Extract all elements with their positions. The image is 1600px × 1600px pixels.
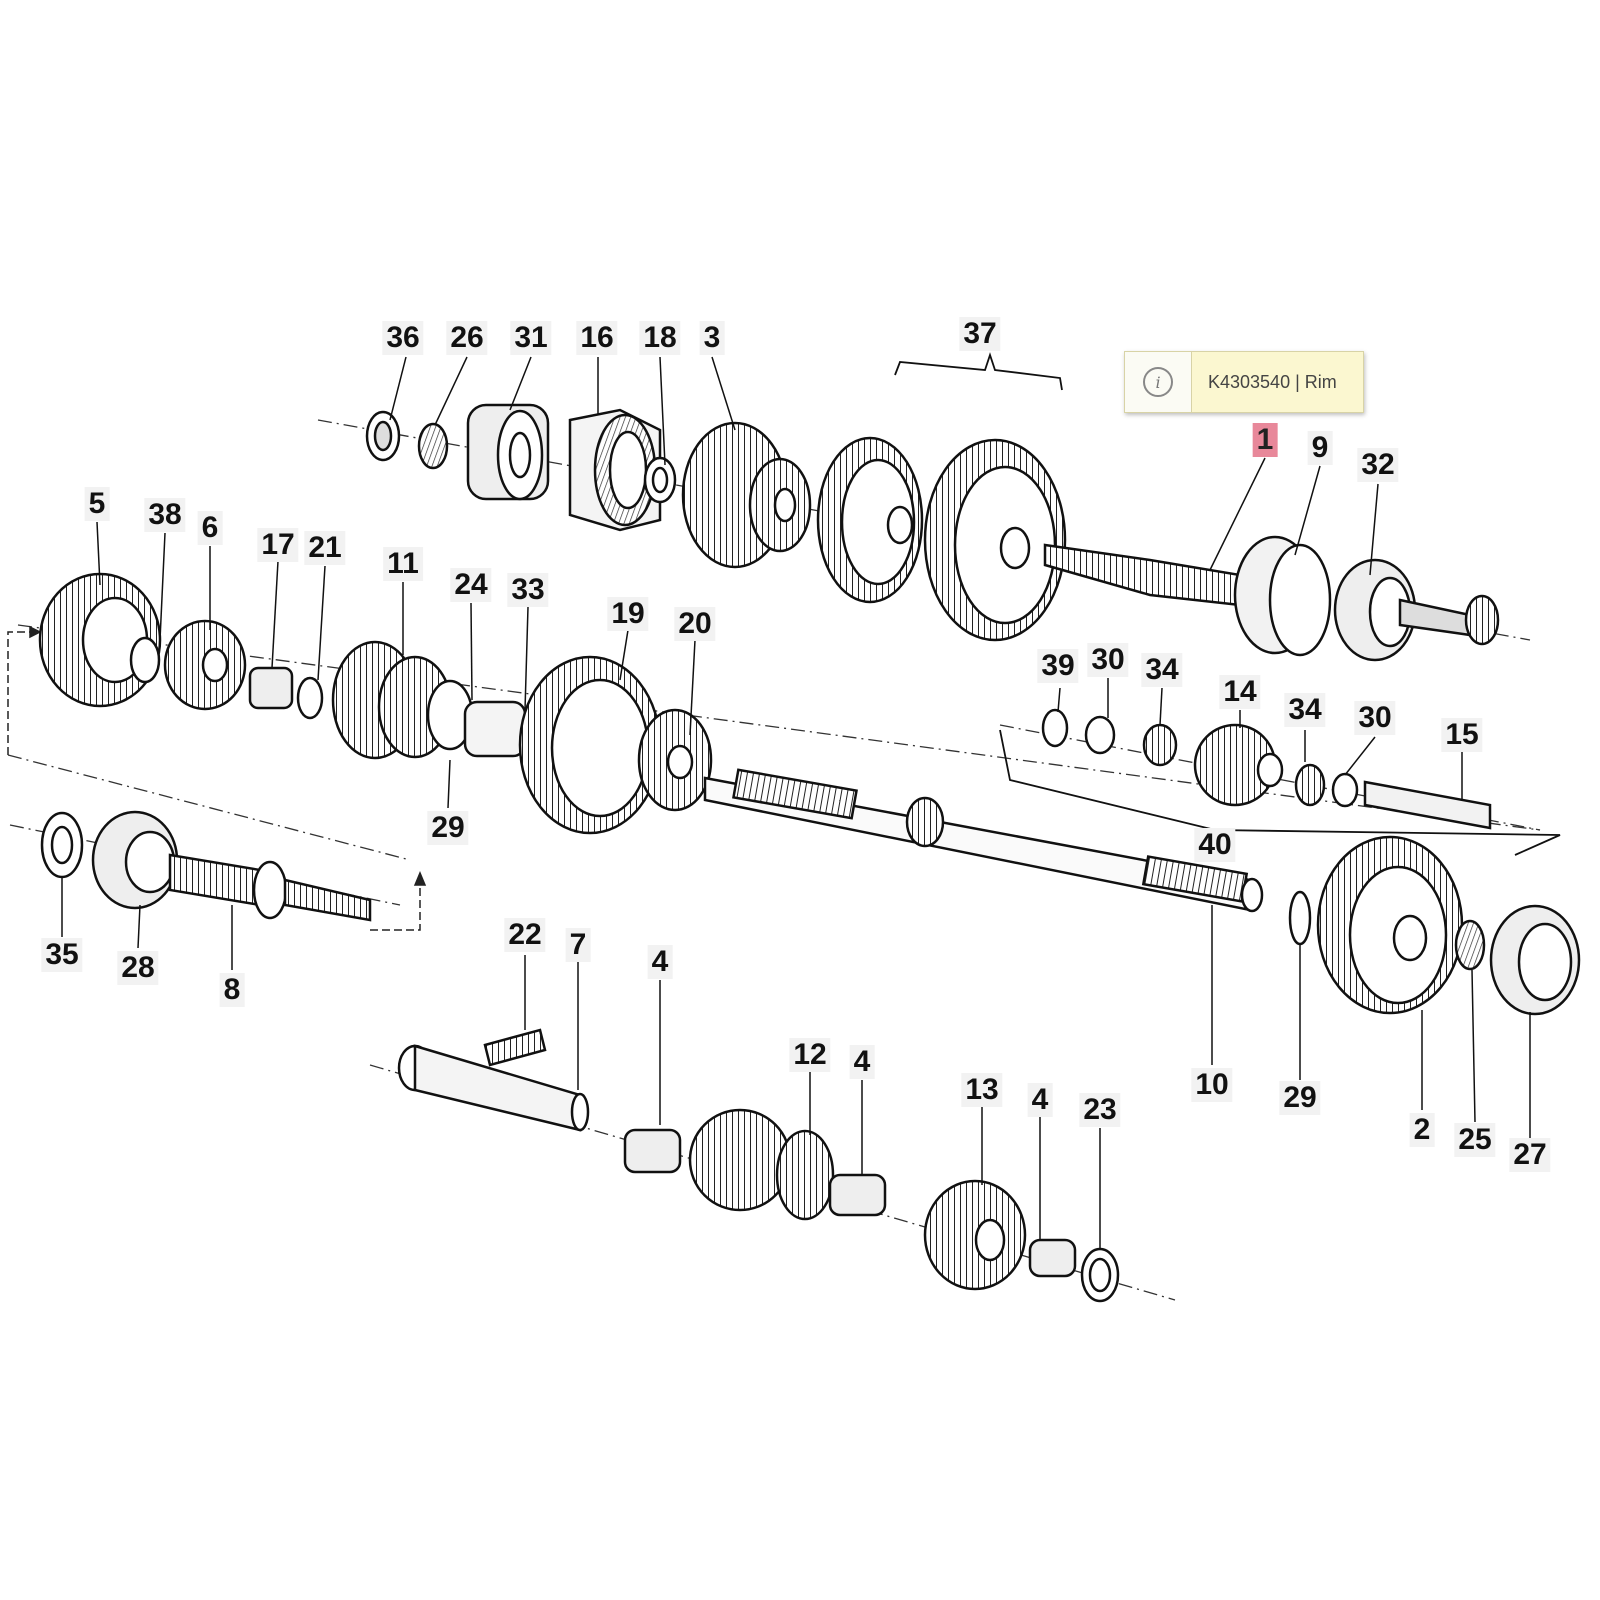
- callout-17[interactable]: 17: [257, 528, 299, 562]
- callout-15[interactable]: 15: [1441, 718, 1483, 752]
- callout-5[interactable]: 5: [84, 487, 110, 521]
- callout-18[interactable]: 18: [639, 321, 681, 355]
- callout-3[interactable]: 3: [699, 321, 725, 355]
- callout-16[interactable]: 16: [576, 321, 618, 355]
- callout-21[interactable]: 21: [304, 531, 346, 565]
- leader-lines: [61, 356, 1531, 1250]
- callout-32[interactable]: 32: [1357, 448, 1399, 482]
- callout-19[interactable]: 19: [607, 597, 649, 631]
- callout-29-left[interactable]: 29: [427, 811, 469, 845]
- callout-6[interactable]: 6: [197, 511, 223, 545]
- info-icon: i: [1143, 367, 1173, 397]
- flow-arrow: [7, 625, 427, 931]
- callout-38[interactable]: 38: [144, 498, 186, 532]
- callout-4-a[interactable]: 4: [647, 945, 673, 979]
- info-icon-box: i: [1125, 352, 1192, 412]
- callout-11[interactable]: 11: [383, 547, 423, 581]
- callout-4-b[interactable]: 4: [849, 1045, 875, 1079]
- callout-39[interactable]: 39: [1037, 649, 1079, 683]
- callout-30-left[interactable]: 30: [1087, 643, 1129, 677]
- callout-9[interactable]: 9: [1307, 431, 1333, 465]
- callout-24[interactable]: 24: [450, 568, 492, 602]
- reverse-shaft-parts: [397, 1028, 1120, 1303]
- callout-31[interactable]: 31: [510, 321, 552, 355]
- callout-22[interactable]: 22: [504, 918, 546, 952]
- callout-37[interactable]: 37: [959, 317, 1001, 351]
- callout-23[interactable]: 23: [1079, 1093, 1121, 1127]
- callout-28[interactable]: 28: [117, 951, 159, 985]
- callout-26[interactable]: 26: [446, 321, 488, 355]
- callout-34-left[interactable]: 34: [1141, 653, 1183, 687]
- callout-20[interactable]: 20: [674, 607, 716, 641]
- input-shaft-parts: [40, 810, 372, 922]
- callout-13[interactable]: 13: [961, 1073, 1003, 1107]
- callout-34-right[interactable]: 34: [1284, 693, 1326, 727]
- callout-14[interactable]: 14: [1219, 675, 1261, 709]
- tooltip-text: K4303540 | Rim: [1208, 371, 1337, 392]
- callout-2[interactable]: 2: [1409, 1113, 1435, 1147]
- callout-25[interactable]: 25: [1454, 1123, 1496, 1157]
- callout-7[interactable]: 7: [565, 928, 591, 962]
- upper-shaft-parts: [365, 352, 1500, 662]
- callout-36[interactable]: 36: [382, 321, 424, 355]
- callout-4-c[interactable]: 4: [1027, 1083, 1053, 1117]
- callout-40[interactable]: 40: [1194, 828, 1236, 862]
- callout-12[interactable]: 12: [789, 1038, 831, 1072]
- callout-1-highlighted[interactable]: 1: [1252, 423, 1278, 457]
- callout-33[interactable]: 33: [507, 573, 549, 607]
- callout-27[interactable]: 27: [1509, 1138, 1551, 1172]
- part-tooltip: i K4303540 | Rim: [1124, 351, 1364, 413]
- callout-10[interactable]: 10: [1191, 1068, 1233, 1102]
- callout-35[interactable]: 35: [41, 938, 83, 972]
- callout-8[interactable]: 8: [219, 973, 245, 1007]
- middle-shaft-parts: [38, 572, 1581, 1016]
- callout-30-right[interactable]: 30: [1354, 701, 1396, 735]
- callout-29-right[interactable]: 29: [1279, 1081, 1321, 1115]
